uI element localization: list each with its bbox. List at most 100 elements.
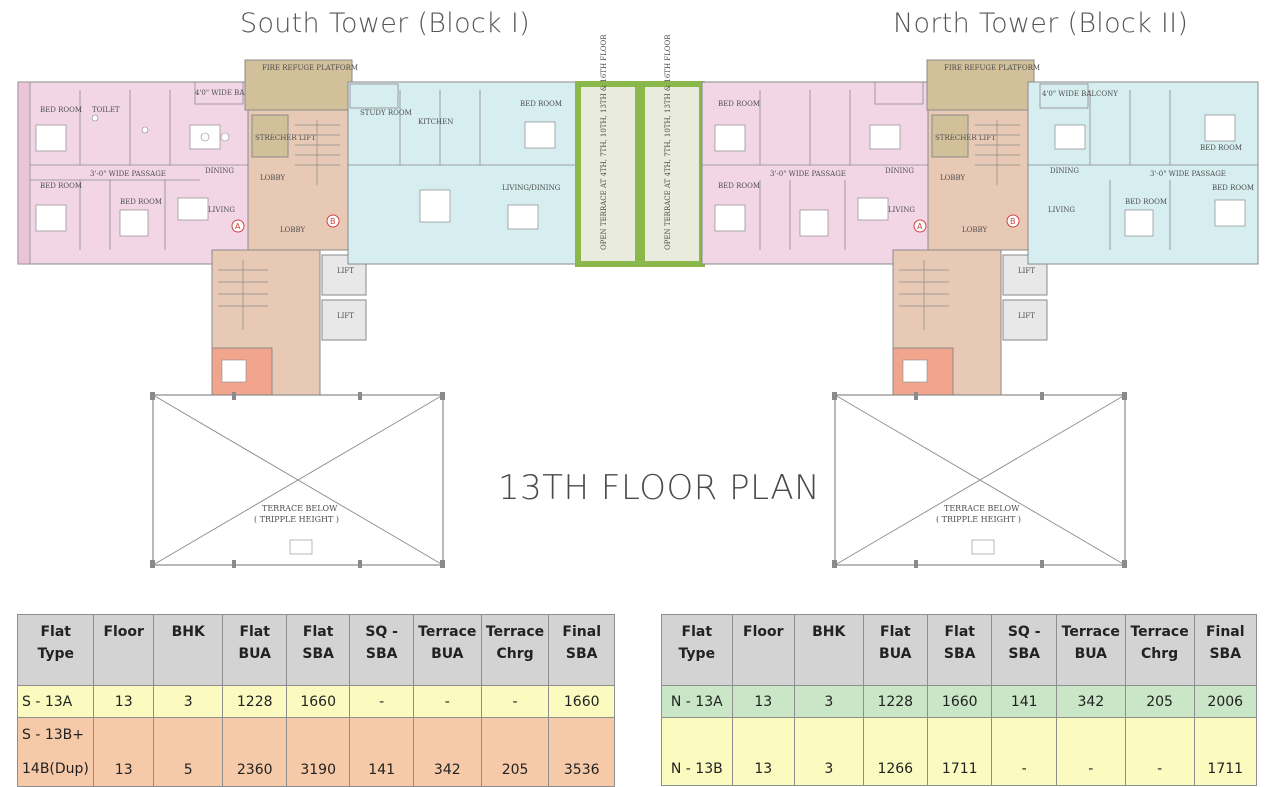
col-final-sba: Final SBA — [1193, 614, 1257, 686]
label-bedroom-7: BED ROOM — [1200, 144, 1242, 152]
cell-type-line1: S - 13B+ — [22, 727, 84, 743]
label-bedroom-8: BED ROOM — [1212, 184, 1254, 192]
marker-a-north — [913, 219, 927, 233]
north-table-header-row: Flat Type Floor BHK Flat BUA Flat SBA SQ… — [661, 614, 1257, 686]
label-toilet-1: TOILET — [92, 106, 120, 114]
cell-terrace-chrg: 205 — [480, 717, 550, 787]
label-refuge-north: FIRE REFUGE PLATFORM — [944, 64, 1040, 72]
label-bedroom-9: BED ROOM — [1125, 198, 1167, 206]
label-bedroom-4: BED ROOM — [520, 100, 562, 108]
cell-terrace-chrg: - — [1124, 717, 1195, 786]
cell-type-line2: 14B(Dup) — [22, 761, 89, 777]
table-row: N - 13A 13 3 1228 1660 141 342 205 2006 — [661, 685, 1257, 718]
label-living-1: LIVING — [208, 206, 235, 214]
marker-b-north-label: B — [1010, 217, 1016, 226]
floor-plan-drawing: BED ROOM BED ROOM BED ROOM TOILET DINING… — [17, 34, 1259, 568]
marker-b-south — [326, 214, 340, 228]
col-terrace-bua: Terrace BUA — [412, 614, 482, 686]
col-terrace-chrg: Terrace Chrg — [480, 614, 550, 686]
cell-sba: 1660 — [926, 685, 993, 718]
cell-sq-sba: - — [991, 717, 1057, 786]
label-refuge-south: FIRE REFUGE PLATFORM — [262, 64, 358, 72]
south-unit-a-bay — [17, 81, 31, 265]
label-lift-south-2: LIFT — [337, 312, 354, 320]
north-flat-table: Flat Type Floor BHK Flat BUA Flat SBA SQ… — [661, 614, 1257, 786]
north-tower-plan: BED ROOM BED ROOM DINING LIVING 3'-0" WI… — [701, 59, 1259, 568]
cell-floor: 13 — [93, 685, 154, 718]
col-sq-sba: SQ - SBA — [349, 614, 414, 686]
col-final-sba: Final SBA — [548, 614, 615, 686]
cell-terrace-bua: - — [1055, 717, 1126, 786]
label-living-3: LIVING — [1048, 206, 1075, 214]
table-row: N - 13B 13 3 1266 1711 - - - 1711 — [661, 717, 1257, 786]
label-stretcher-lift-south: STRECHER LIFT — [255, 134, 316, 142]
cell-bhk: 5 — [152, 717, 224, 787]
col-flat-type: Flat Type — [661, 614, 733, 686]
cell-terrace-bua: 342 — [1055, 685, 1126, 718]
col-terrace-chrg: Terrace Chrg — [1124, 614, 1195, 686]
open-terraces: OPEN TERRACE AT 4TH, 7TH, 10TH, 13TH & 1… — [575, 34, 705, 267]
label-tripple-height-north: ( TRIPPLE HEIGHT ) — [936, 515, 1021, 524]
cell-final-sba: 1660 — [548, 685, 615, 718]
cell-type: S - 13A — [16, 685, 95, 718]
label-lift-north-2: LIFT — [1018, 312, 1035, 320]
cell-bua: 1228 — [862, 685, 929, 718]
label-lobby-north-2: LOBBY — [962, 226, 988, 234]
label-open-terrace-left: OPEN TERRACE AT 4TH, 7TH, 10TH, 13TH & 1… — [600, 34, 608, 250]
open-terrace-right — [639, 81, 705, 267]
cell-sq-sba: - — [349, 685, 414, 718]
label-terrace-below-south: TERRACE BELOW — [262, 504, 338, 513]
marker-b-north — [1006, 214, 1020, 228]
floor-plan-title: 13TH FLOOR PLAN — [498, 468, 821, 508]
marker-b-south-label: B — [330, 217, 336, 226]
label-study-south: STUDY ROOM — [360, 109, 412, 117]
col-terrace-bua: Terrace BUA — [1055, 614, 1126, 686]
cell-bua: 1228 — [222, 685, 287, 718]
label-balcony-1: 4'0" WIDE BALCONY — [195, 89, 271, 97]
col-sq-sba: SQ - SBA — [991, 614, 1057, 686]
label-bedroom-5: BED ROOM — [718, 100, 760, 108]
label-balcony-2: 4'0" WIDE BALCONY — [1042, 90, 1118, 98]
cell-bhk: 3 — [152, 685, 224, 718]
marker-a-south — [231, 219, 245, 233]
cell-sq-sba: 141 — [349, 717, 414, 787]
south-table-header-row: Flat Type Floor BHK Flat BUA Flat SBA SQ… — [16, 614, 615, 686]
table-row: S - 13A 13 3 1228 1660 - - - 1660 — [16, 685, 615, 718]
label-passage-3: 3'-0" WIDE PASSAGE — [1150, 170, 1226, 178]
label-bedroom-3: BED ROOM — [120, 198, 162, 206]
col-bhk: BHK — [152, 614, 224, 686]
label-open-terrace-right: OPEN TERRACE AT 4TH, 7TH, 10TH, 13TH & 1… — [664, 34, 672, 250]
cell-terrace-chrg: - — [480, 685, 550, 718]
cell-sq-sba: 141 — [991, 685, 1057, 718]
south-tower-title: South Tower (Block I) — [240, 8, 530, 39]
label-tripple-height-south: ( TRIPPLE HEIGHT ) — [254, 515, 339, 524]
label-lobby-south-2: LOBBY — [280, 226, 306, 234]
label-living-dining-south: LIVING/DINING — [502, 184, 561, 192]
north-tower-title: North Tower (Block II) — [893, 8, 1189, 39]
cell-final-sba: 3536 — [548, 717, 615, 787]
south-lift-2 — [321, 299, 367, 341]
col-flat-sba: Flat SBA — [926, 614, 993, 686]
south-refuge-platform — [244, 59, 353, 111]
cell-final-sba: 1711 — [1193, 717, 1257, 786]
north-lift-2 — [1002, 299, 1048, 341]
cell-sba: 1660 — [285, 685, 351, 718]
cell-bua: 1266 — [862, 717, 929, 786]
col-flat-bua: Flat BUA — [222, 614, 287, 686]
label-bedroom-2: BED ROOM — [40, 182, 82, 190]
north-refuge-platform — [926, 59, 1035, 111]
open-terrace-left — [575, 81, 641, 267]
col-floor: Floor — [93, 614, 154, 686]
label-kitchen-south: KITCHEN — [418, 118, 453, 126]
label-bedroom-6: BED ROOM — [718, 182, 760, 190]
label-bedroom-1: BED ROOM — [40, 106, 82, 114]
label-lobby-north-1: LOBBY — [940, 174, 966, 182]
label-stretcher-lift-north: STRECHER LIFT — [935, 134, 996, 142]
cell-floor: 13 — [93, 717, 154, 787]
label-dining-2: DINING — [885, 167, 914, 175]
label-dining-3: DINING — [1050, 167, 1079, 175]
south-flat-table: Flat Type Floor BHK Flat BUA Flat SBA SQ… — [16, 614, 615, 787]
label-terrace-below-north: TERRACE BELOW — [944, 504, 1020, 513]
cell-sba: 3190 — [285, 717, 351, 787]
cell-sba: 1711 — [926, 717, 993, 786]
